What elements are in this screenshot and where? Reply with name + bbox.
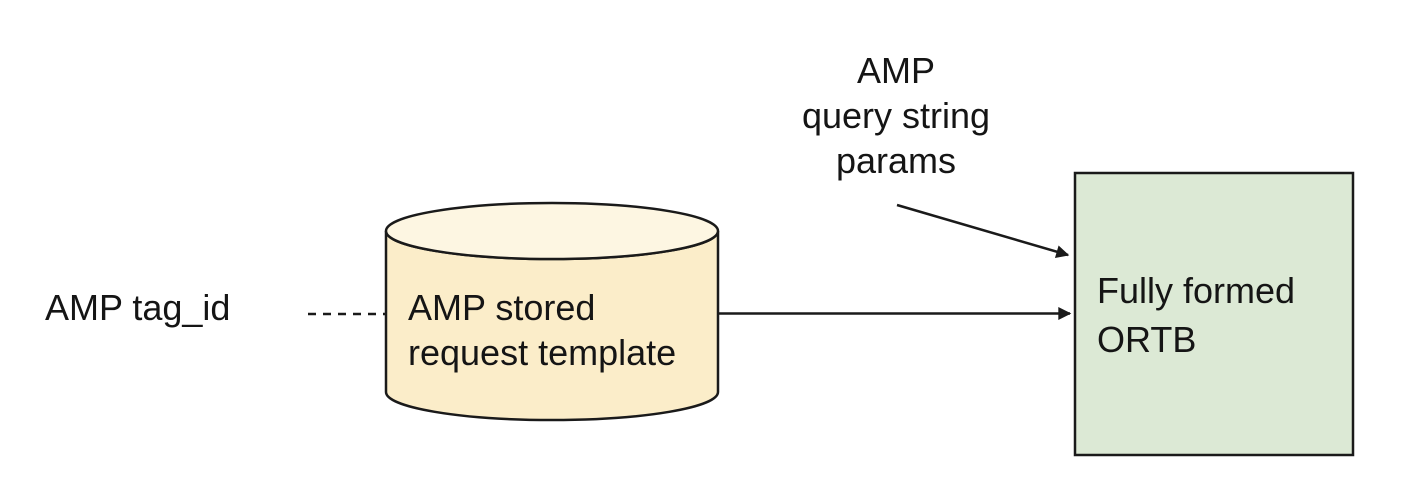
cylinder-label: AMP stored request template <box>408 285 676 375</box>
query-params-label-line1: AMP <box>856 50 935 91</box>
amp-tag-id-label: AMP tag_id <box>45 287 231 328</box>
ortb-box-label-line2: ORTB <box>1097 319 1197 360</box>
queryparams-to-ortb-arrow <box>896 203 1070 258</box>
ortb-box-shape <box>1073 171 1355 457</box>
query-params-label: AMP query string params <box>721 48 1071 183</box>
ortb-box-label: Fully formed ORTB <box>1097 266 1295 364</box>
cylinder-label-line2: request template <box>408 332 677 373</box>
ortb-box-label-line1: Fully formed <box>1097 270 1296 311</box>
cylinder-top-ellipse <box>384 201 720 261</box>
cylinder-label-line1: AMP stored <box>408 287 596 328</box>
query-params-label-line2: query string <box>801 95 991 136</box>
query-params-label-line3: params <box>835 140 957 181</box>
